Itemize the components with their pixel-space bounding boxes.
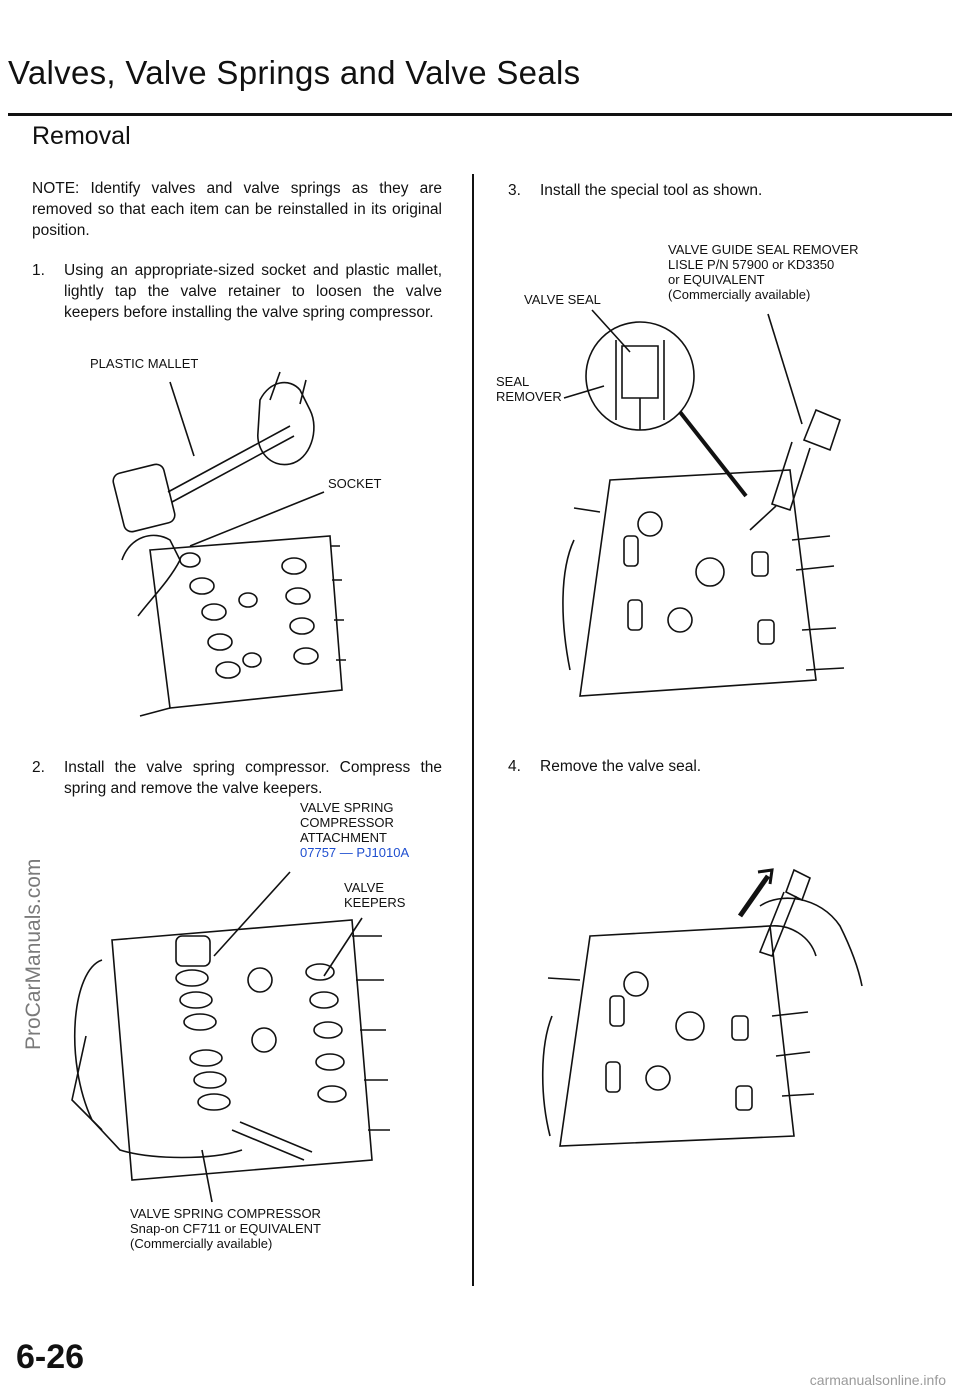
step-text: Remove the valve seal. xyxy=(540,758,702,775)
label-valve-spring-compressor: VALVE SPRING COMPRESSOR Snap-on CF711 or… xyxy=(130,1206,321,1251)
label-valve-guide-seal-remover: VALVE GUIDE SEAL REMOVER LISLE P/N 57900… xyxy=(668,242,858,302)
note-text: NOTE: Identify valves and valve springs … xyxy=(32,180,442,239)
label-line: REMOVER xyxy=(496,389,562,404)
label-valve-seal: VALVE SEAL xyxy=(524,292,601,307)
page-title: Valves, Valve Springs and Valve Seals xyxy=(8,54,581,91)
step-number: 4. xyxy=(508,758,521,775)
part-number: 07757 — PJ1010A xyxy=(300,845,410,860)
step-2: 2. Install the valve spring compressor. … xyxy=(32,757,442,801)
label-line: COMPRESSOR xyxy=(300,815,394,830)
label-line: LISLE P/N 57900 or KD3350 xyxy=(668,257,835,272)
label-socket: SOCKET xyxy=(328,476,382,491)
page-number: 6-26 xyxy=(16,1338,85,1376)
illustration-seal-remover-install xyxy=(540,300,860,700)
label-line: (Commercially available) xyxy=(130,1236,273,1251)
watermark-side: ProCarManuals.com xyxy=(22,858,45,1050)
step-number: 3. xyxy=(508,182,521,199)
label-line: VALVE SPRING xyxy=(300,800,394,815)
illustration-spring-compressor xyxy=(72,860,402,1200)
label-line: SEAL xyxy=(496,374,530,389)
step-number: 2. xyxy=(32,759,45,776)
step-text: Install the valve spring compressor. Com… xyxy=(64,759,442,797)
watermark-bottom: carmanualsonline.info xyxy=(809,1372,946,1388)
label-line: VALVE GUIDE SEAL REMOVER xyxy=(668,242,859,257)
label-line: VALVE xyxy=(344,880,384,895)
label-seal-remover: SEAL REMOVER xyxy=(496,374,562,404)
step-1: 1. Using an appropriate-sized socket and… xyxy=(32,260,442,340)
step-text: Using an appropriate-sized socket and pl… xyxy=(64,262,442,321)
title-rule xyxy=(8,113,952,116)
label-line: (Commercially available) xyxy=(668,287,811,302)
label-line: VALVE SPRING COMPRESSOR xyxy=(130,1206,321,1221)
label-line: KEEPERS xyxy=(344,895,406,910)
illustration-seal-removal xyxy=(540,866,870,1156)
step-number: 1. xyxy=(32,262,45,279)
label-line: or EQUIVALENT xyxy=(668,272,765,287)
label-line: ATTACHMENT xyxy=(300,830,387,845)
step-3: 3. Install the special tool as shown. xyxy=(508,180,928,204)
label-plastic-mallet: PLASTIC MALLET xyxy=(90,356,199,371)
column-divider xyxy=(472,174,474,1286)
label-compressor-attachment: VALVE SPRING COMPRESSOR ATTACHMENT 07757… xyxy=(300,800,409,860)
label-valve-keepers: VALVE KEEPERS xyxy=(344,880,405,910)
step-text: Install the special tool as shown. xyxy=(540,182,763,199)
illustration-mallet-socket xyxy=(110,360,370,720)
label-line: Snap-on CF711 or EQUIVALENT xyxy=(130,1221,321,1236)
section-title: Removal xyxy=(32,122,131,150)
step-4: 4. Remove the valve seal. xyxy=(508,756,928,780)
